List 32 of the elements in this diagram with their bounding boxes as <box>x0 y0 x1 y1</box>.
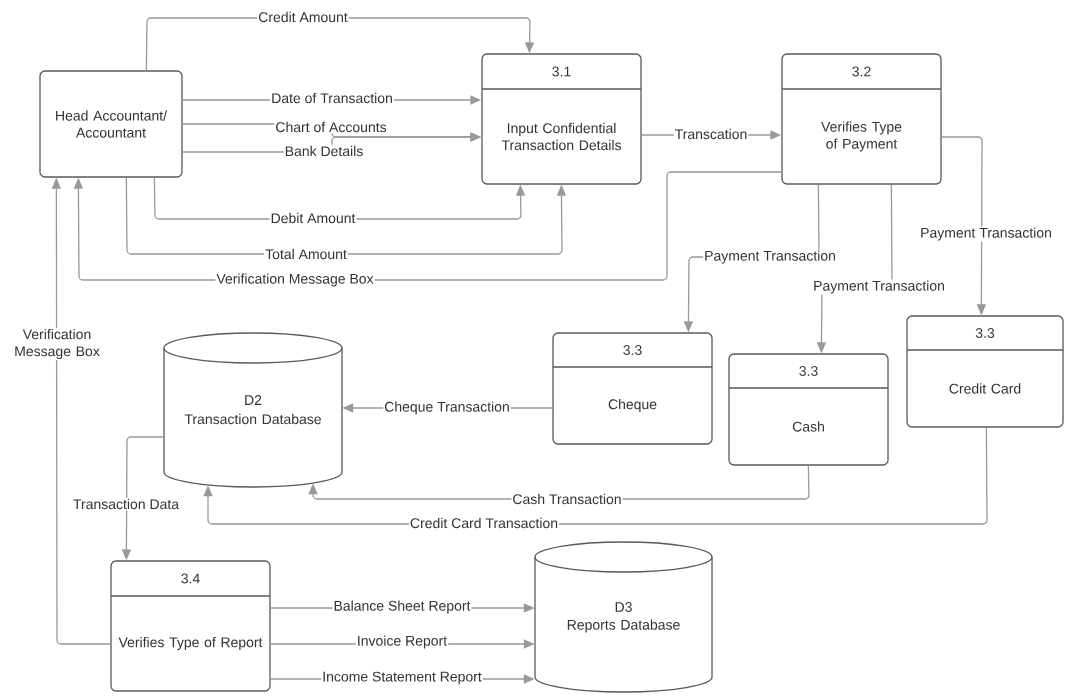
edge-label: Cheque Transaction <box>383 400 511 416</box>
node-label: Reports Database <box>567 619 680 633</box>
edge-label: Balance Sheet Report <box>332 599 472 615</box>
edge-label: Bank Details <box>283 144 365 158</box>
node-label: Transaction Database <box>184 413 321 425</box>
edge-label: Date of Transaction <box>270 91 394 105</box>
process-box: 3.1 Input Confidential Transaction Details <box>481 53 642 185</box>
edge-label: Verification Message Box <box>8 328 106 361</box>
node-label: D2 <box>245 395 262 405</box>
process-box: 3.4 Verifies Type of Report <box>110 560 271 692</box>
edge-label: Credit Amount <box>257 10 349 24</box>
edge-label: Total Amount <box>264 247 348 261</box>
process-box: 3.3 Credit Card <box>906 315 1064 428</box>
edge-label: Invoice Report <box>355 634 449 650</box>
edge-label: Transaction Data <box>71 497 181 511</box>
edge-label: Payment Transaction <box>919 226 1053 242</box>
edge-label: Transcation <box>673 127 749 141</box>
entity-box: Head Accountant/ Accountant <box>39 70 183 178</box>
edge-label: Income Statement Report <box>321 670 483 686</box>
process-box: 3.3 Cheque <box>552 332 713 445</box>
edge-label: Credit Card Transaction <box>408 516 560 530</box>
edge-label: Cash Transaction <box>511 492 623 506</box>
node-label: D3 <box>615 602 632 612</box>
database-cylinder: D3 Reports Database <box>534 541 713 693</box>
process-box: 3.3 Cash <box>728 353 889 466</box>
edge-label: Payment Transaction <box>812 279 946 295</box>
process-box: 3.2 Verifies Type of Payment <box>781 53 942 185</box>
database-cylinder: D2 Transaction Database <box>163 332 343 488</box>
edge-label: Debit Amount <box>269 211 357 225</box>
edge-label: Chart of Accounts <box>274 120 388 134</box>
edge-label: Payment Transaction <box>703 249 837 265</box>
edge-label: Verification Message Box <box>215 272 375 288</box>
